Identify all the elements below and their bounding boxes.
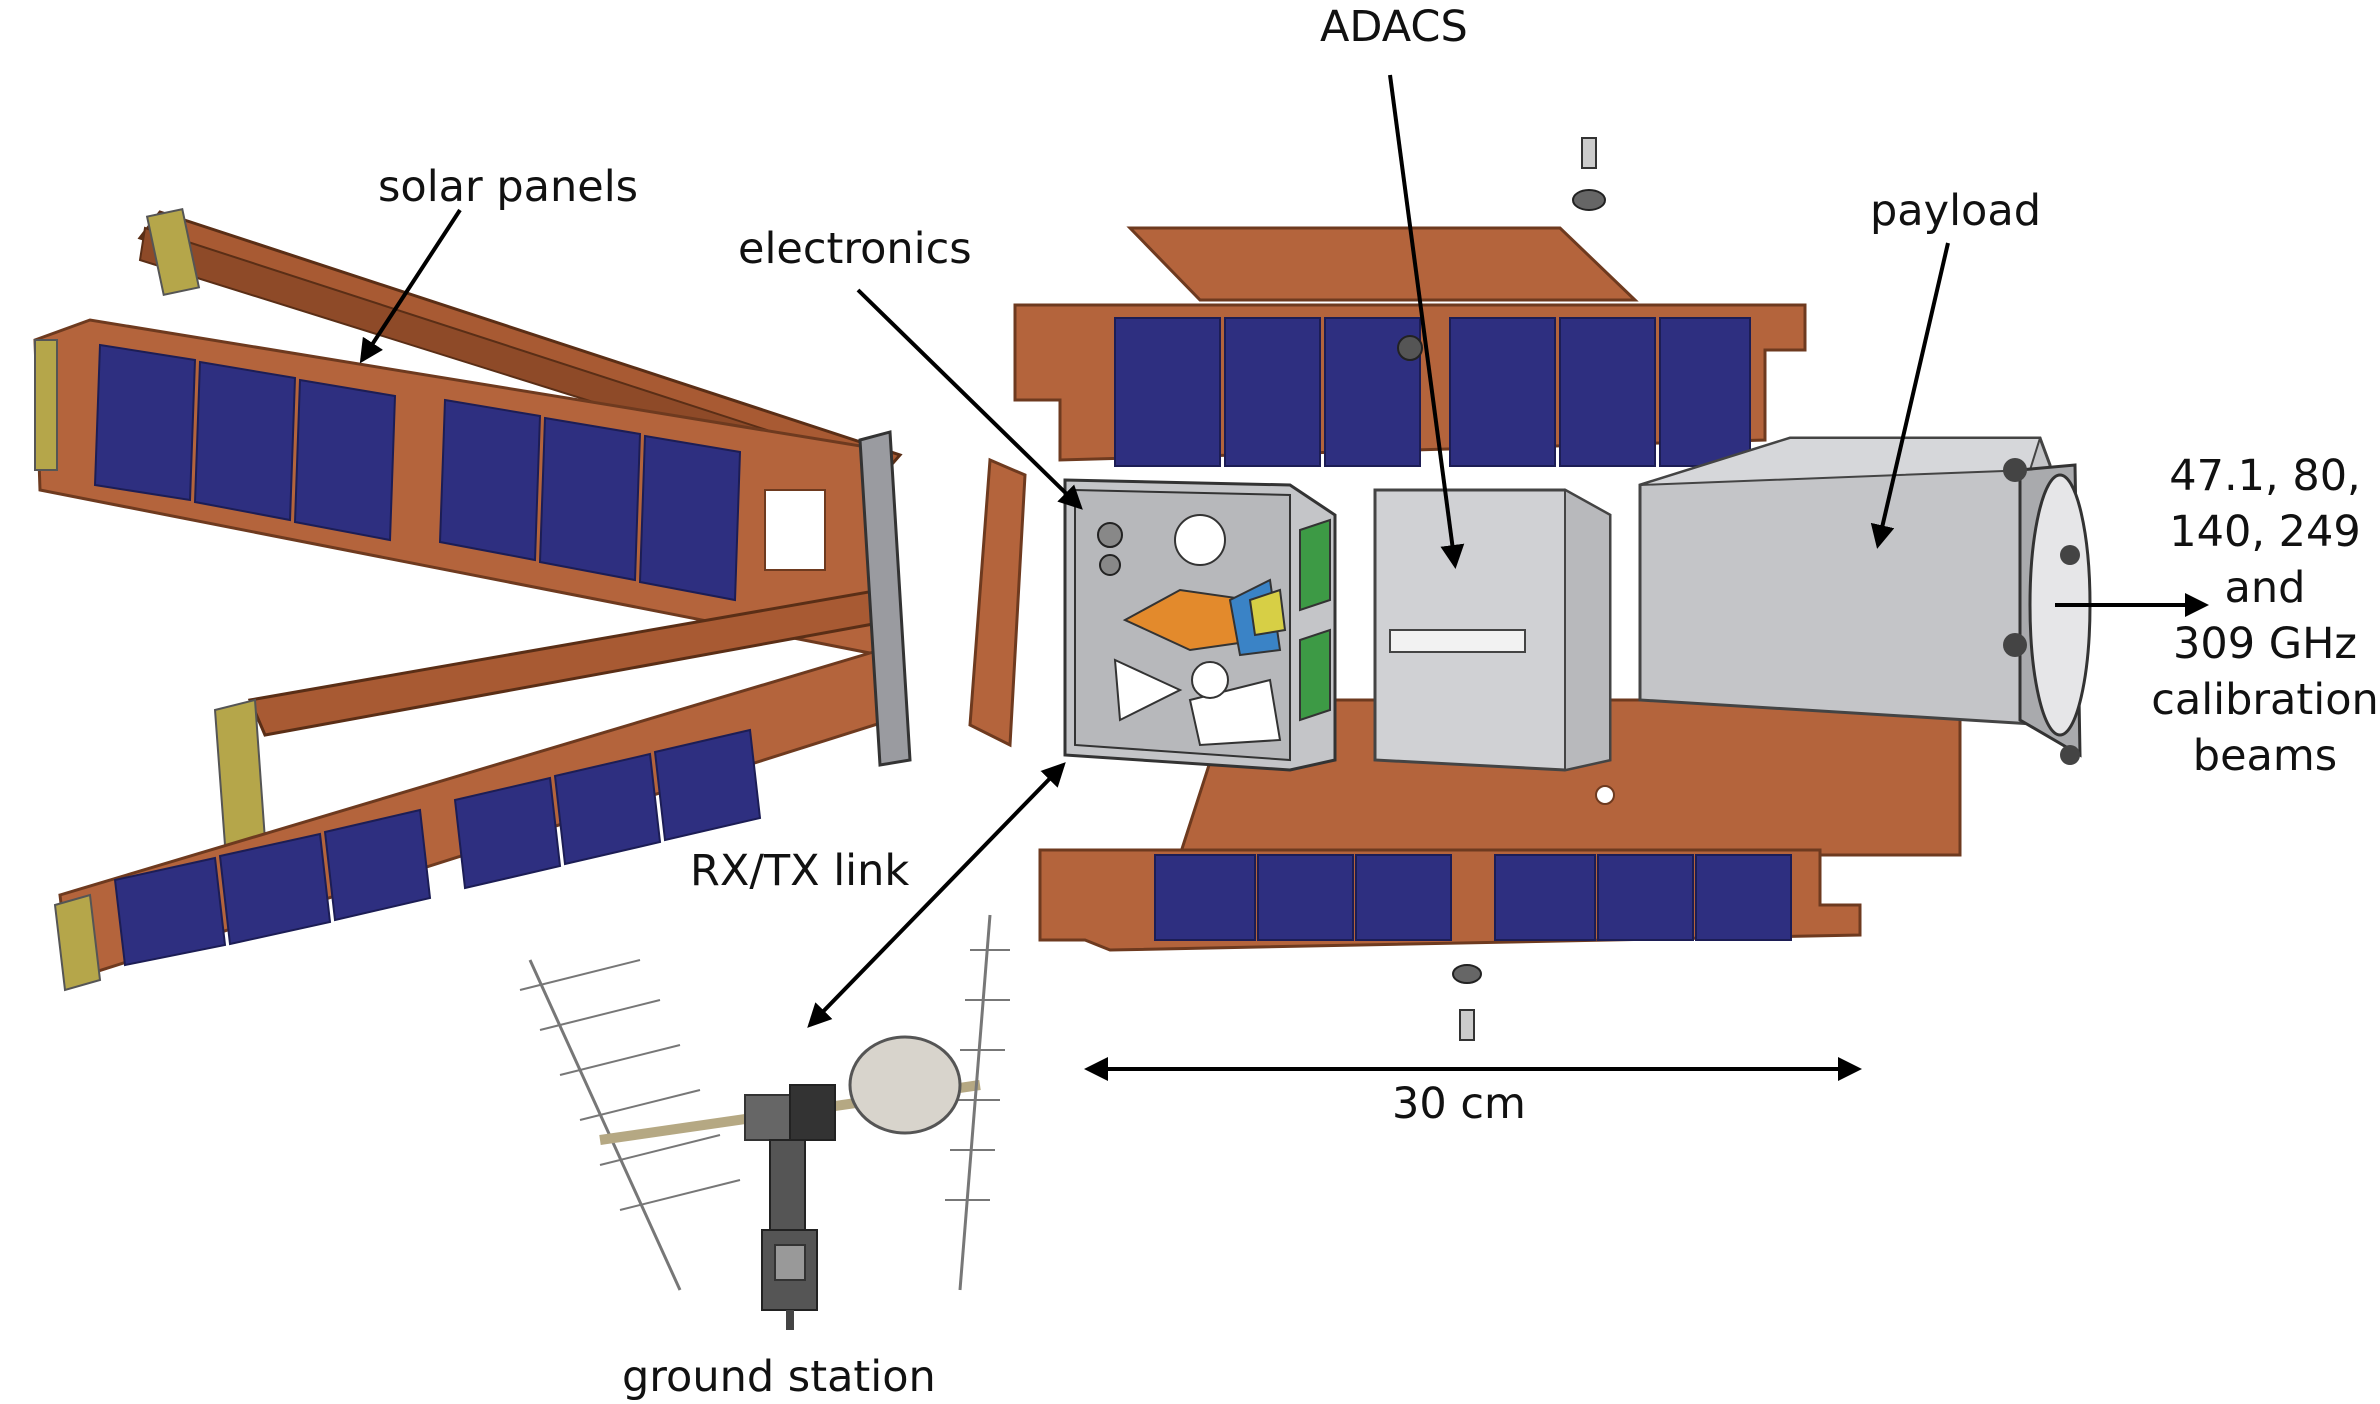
label-electronics: electronics	[738, 224, 972, 274]
screw-top	[1572, 137, 1606, 211]
beams-line-5: calibration	[2151, 675, 2379, 725]
arrow-electronics	[856, 288, 1083, 510]
solar-cell-array-top	[1114, 317, 1751, 467]
ground-station	[519, 914, 1010, 1330]
beams-line-1: 47.1, 80,	[2169, 451, 2361, 501]
solar-cell-array-bottom	[1154, 854, 1792, 941]
label-calibration-beams: 47.1, 80, 140, 249 and 309 GHz calibrati…	[2150, 448, 2380, 784]
label-solar-panels: solar panels	[378, 162, 639, 212]
arrow-adacs	[1388, 74, 1465, 569]
beams-line-4: 309 GHz	[2173, 619, 2357, 669]
beams-line-6: beams	[2192, 731, 2338, 781]
beams-line-3: and	[2224, 563, 2306, 613]
screw-bottom	[1452, 964, 1482, 1041]
solar-cell-array-lower	[113, 728, 762, 967]
solar-cell-array-upper	[93, 343, 742, 602]
side-solar-panel-bottom	[1038, 848, 1862, 952]
arrow-solar-panels	[359, 208, 462, 364]
hinge-rail	[858, 430, 912, 767]
end-panel	[968, 457, 1027, 748]
label-30-cm: 30 cm	[1392, 1079, 1526, 1129]
arrow-payload	[1870, 242, 1950, 549]
arrow-rx-tx-link	[807, 762, 1066, 1028]
payload-module	[1638, 436, 2092, 765]
deployed-solar-panel-top	[33, 318, 887, 657]
adacs-module	[1373, 488, 1612, 772]
electronics-module	[1063, 478, 1337, 772]
annotation-arrows	[359, 74, 2209, 1081]
label-payload: payload	[1870, 186, 2041, 236]
side-solar-panel-top	[1013, 226, 1807, 467]
label-rx-tx-link: RX/TX link	[690, 846, 910, 896]
label-ground-station: ground station	[622, 1352, 936, 1402]
deployed-solar-panel-lower	[53, 588, 898, 992]
label-adacs: ADACS	[1320, 2, 1468, 52]
beams-line-2: 140, 249	[2169, 507, 2361, 557]
